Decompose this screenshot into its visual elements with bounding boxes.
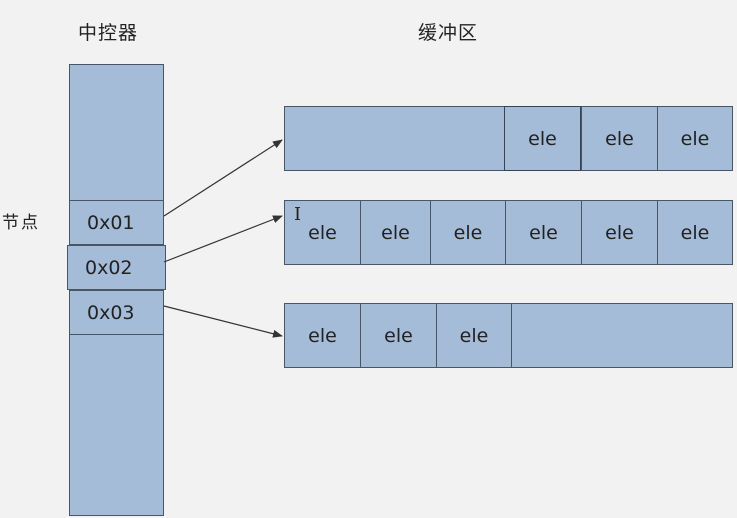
node-cell: 0x01	[69, 200, 164, 245]
buffer-title: 缓冲区	[418, 22, 479, 44]
buffer-element: ele	[430, 201, 505, 264]
buffer-row: ele ele ele ele ele ele	[284, 200, 733, 265]
arrow-node-0	[163, 139, 283, 217]
buffer-row: ele ele ele	[284, 106, 733, 171]
controller-title: 中控器	[78, 22, 139, 44]
buffer-element: ele	[581, 201, 657, 264]
buffer-element: ele	[581, 107, 657, 170]
buffer-element: ele	[505, 201, 581, 264]
buffer-element: ele	[504, 106, 581, 171]
buffer-element: ele	[285, 304, 360, 367]
arrow-node-2	[163, 305, 283, 338]
buffer-element: ele	[285, 201, 360, 264]
buffer-element: ele	[657, 201, 732, 264]
buffer-element: ele	[360, 304, 436, 367]
buffer-element: ele	[436, 304, 512, 367]
node-cell: 0x02	[67, 245, 166, 290]
node-cell: 0x03	[69, 290, 164, 335]
node-label: 节点	[2, 213, 40, 233]
buffer-row: ele ele ele	[284, 303, 733, 368]
text-cursor-icon: I	[294, 204, 302, 225]
arrow-node-1	[163, 215, 283, 263]
buffer-element: ele	[657, 107, 732, 170]
buffer-element: ele	[360, 201, 430, 264]
